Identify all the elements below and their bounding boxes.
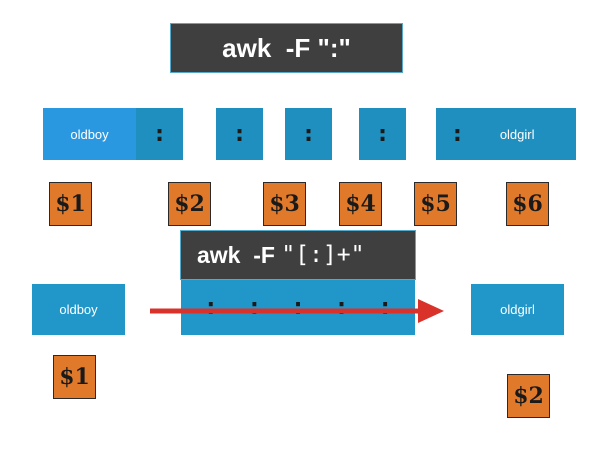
command-flag: -F bbox=[285, 32, 311, 63]
command-keyword: awk bbox=[222, 32, 272, 63]
separator-run: : : : : : bbox=[181, 280, 415, 335]
separator-colon: : bbox=[206, 295, 216, 320]
var-badge: $2 bbox=[507, 374, 550, 418]
var-badge: $3 bbox=[263, 182, 306, 226]
command-colon-delimiter: awk -F ":" bbox=[170, 23, 403, 73]
separator-colon: : bbox=[136, 108, 183, 160]
var-badge: $1 bbox=[53, 355, 96, 399]
command-delimiter: "[:]+" bbox=[281, 242, 365, 268]
command-keyword: awk bbox=[197, 241, 241, 268]
field-label: oldgirl bbox=[500, 302, 535, 317]
separator-colon: : bbox=[285, 108, 332, 160]
field-oldgirl-with-separator: : oldgirl bbox=[436, 108, 576, 160]
separator-colon: : bbox=[380, 295, 390, 320]
field-oldboy: oldboy bbox=[32, 284, 125, 335]
field-label: oldboy bbox=[59, 302, 98, 317]
arrow-right-icon bbox=[150, 299, 444, 323]
field-label: oldboy bbox=[70, 126, 109, 142]
separator-colon: : bbox=[337, 295, 346, 320]
command-bracket-delimiter: awk -F "[:]+" bbox=[180, 230, 416, 280]
field-label: oldgirl bbox=[499, 126, 535, 142]
field-oldgirl: oldgirl bbox=[471, 284, 564, 335]
var-badge: $1 bbox=[49, 182, 92, 226]
var-badge: $5 bbox=[414, 182, 457, 226]
separator-colon: : bbox=[359, 108, 406, 160]
var-badge: $4 bbox=[339, 182, 382, 226]
separator-colon: : bbox=[249, 295, 259, 320]
separator-colon: : bbox=[216, 108, 263, 160]
command-delimiter: ":" bbox=[317, 32, 351, 63]
var-badge: $6 bbox=[506, 182, 549, 226]
field-oldboy: oldboy bbox=[43, 108, 136, 160]
command-flag: -F bbox=[253, 241, 275, 268]
separator-colon: : bbox=[293, 295, 303, 320]
var-badge: $2 bbox=[168, 182, 211, 226]
